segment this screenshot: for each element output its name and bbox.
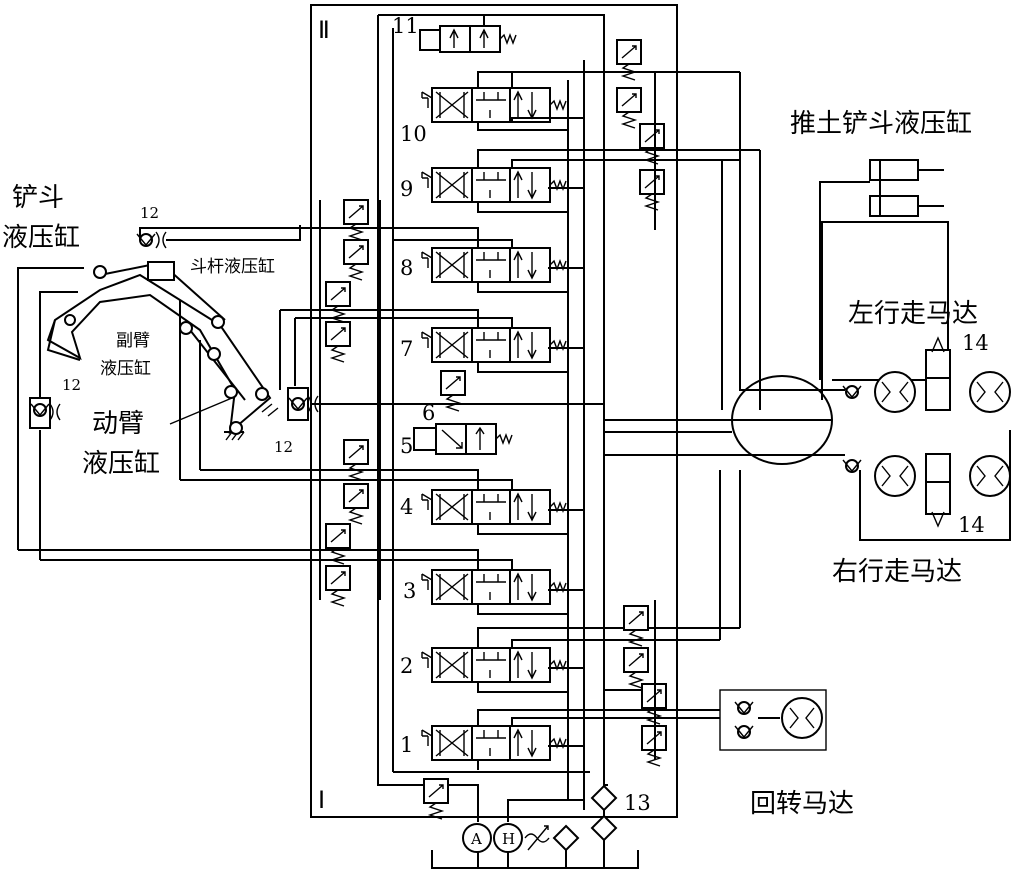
valve-number-4: 4 xyxy=(400,495,413,519)
component-number-12-top: 12 xyxy=(140,204,159,222)
relief-valve-r4 xyxy=(639,169,665,211)
throttle-check-top xyxy=(136,231,167,249)
left-travel-motors xyxy=(842,371,1011,413)
valve-section-8 xyxy=(421,247,567,283)
label-boom-cyl-1: 动臂 xyxy=(92,409,144,439)
relief-valve-l5 xyxy=(343,439,369,481)
pump-a-label: A xyxy=(470,830,482,848)
valve-block-frame xyxy=(310,4,678,818)
filter-13 xyxy=(590,784,618,842)
valve-section-9 xyxy=(421,167,567,203)
valve-number-5: 5 xyxy=(400,434,413,458)
relief-valve-r6 xyxy=(623,647,649,689)
relief-valve-r2 xyxy=(616,87,642,129)
brake-valve-lower xyxy=(925,453,951,528)
component-number-14-lower: 14 xyxy=(958,513,985,537)
component-number-12-left: 12 xyxy=(62,376,81,394)
brake-valve-upper xyxy=(925,336,951,411)
oil-filter-small xyxy=(552,824,580,852)
travel-pipes xyxy=(604,72,1011,640)
component-number-12-boom: 12 xyxy=(274,438,293,456)
relief-valve-l7 xyxy=(325,523,351,565)
right-travel-motors xyxy=(842,455,1011,497)
valve-section-3 xyxy=(421,569,567,605)
valve-number-3: 3 xyxy=(403,579,416,603)
component-number-14-upper: 14 xyxy=(962,331,989,355)
variable-throttle xyxy=(524,825,550,851)
throttle-check-boom xyxy=(287,387,319,421)
boom-label-leader xyxy=(169,397,233,425)
oil-tank xyxy=(431,840,639,869)
internal-galleries xyxy=(377,14,655,822)
label-aux-boom-1: 副臂 xyxy=(116,331,150,351)
relief-valve-r3 xyxy=(639,123,665,165)
valve-number-9: 9 xyxy=(400,177,413,201)
spool-port-lines xyxy=(18,71,760,770)
valve-section-11 xyxy=(419,15,517,53)
label-swing-motor: 回转马达 xyxy=(750,789,854,819)
stick-cylinder-body xyxy=(147,261,175,281)
label-left-travel: 左行走马达 xyxy=(848,299,978,329)
valve-section-5 xyxy=(413,423,513,455)
valve-section-4 xyxy=(421,489,567,525)
linkage-pins xyxy=(64,265,269,435)
valve-number-8: 8 xyxy=(400,256,413,280)
label-boom-cyl-2: 液压缸 xyxy=(82,449,160,479)
valve-number-11: 11 xyxy=(392,14,419,38)
throttle-check-left xyxy=(29,397,61,429)
section-label-upper: Ⅱ xyxy=(318,18,330,44)
relief-valve-l4 xyxy=(325,321,351,363)
relief-valve-r1 xyxy=(616,39,642,81)
relief-valve-l8 xyxy=(325,565,351,607)
main-relief-valve xyxy=(423,778,449,820)
valve-section-1 xyxy=(421,725,567,761)
section-label-lower: Ⅰ xyxy=(318,788,325,814)
label-aux-boom-2: 液压缸 xyxy=(100,358,151,379)
valve-number-7: 7 xyxy=(400,337,413,361)
left-pipes xyxy=(17,225,604,560)
excavator-linkage xyxy=(46,261,279,441)
valve-section-2 xyxy=(421,647,567,683)
label-bucket-cyl-2: 液压缸 xyxy=(2,223,80,253)
valve-number-1: 1 xyxy=(400,733,413,757)
valve-number-6: 6 xyxy=(422,401,435,425)
relief-valve-l2 xyxy=(343,239,369,281)
dozer-cylinder xyxy=(869,159,944,217)
label-dozer-cyl: 推土铲斗液压缸 xyxy=(790,109,972,139)
pump-a: A xyxy=(462,823,492,853)
relief-valve-l1 xyxy=(343,199,369,241)
pump-h: H xyxy=(493,823,523,853)
label-bucket-cyl-1: 铲斗 xyxy=(12,183,64,213)
relief-valve-l3 xyxy=(325,281,351,323)
pump-h-label: H xyxy=(502,830,515,848)
label-stick-cyl: 斗杆液压缸 xyxy=(190,256,275,277)
valve-number-2: 2 xyxy=(400,654,413,678)
swing-motor xyxy=(719,689,827,751)
valve-section-10 xyxy=(421,87,567,123)
label-right-travel: 右行走马达 xyxy=(832,557,962,587)
relief-valve-l6 xyxy=(343,483,369,525)
valve-number-10: 10 xyxy=(400,122,427,146)
component-number-13: 13 xyxy=(624,791,651,815)
valve-section-7 xyxy=(421,327,567,363)
